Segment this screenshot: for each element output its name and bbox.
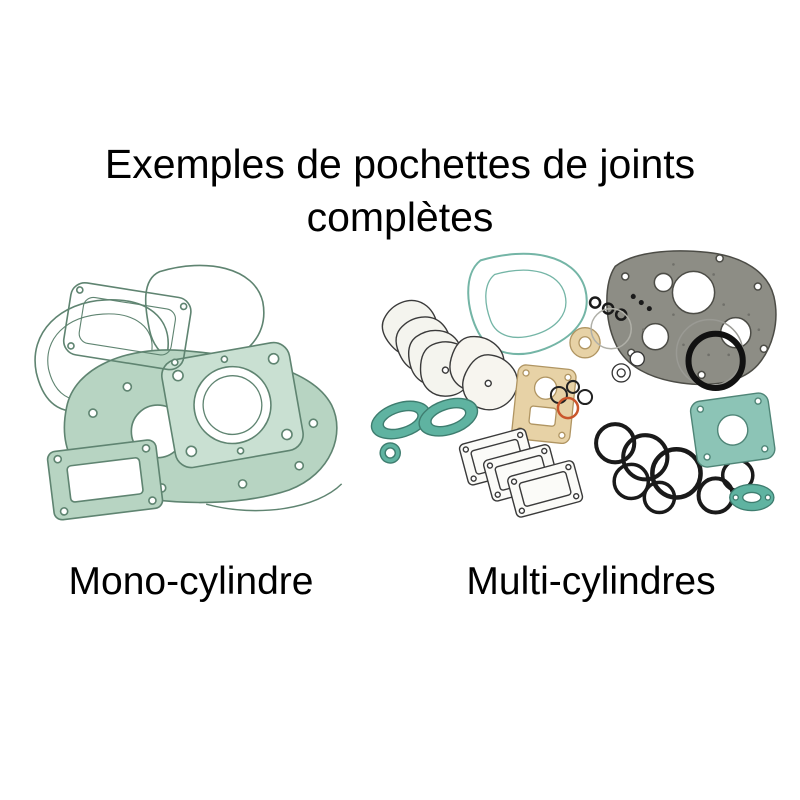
teal-outline-gasket bbox=[467, 252, 588, 355]
teal-head-plate bbox=[689, 392, 776, 468]
valve-cover-gasket bbox=[46, 439, 164, 521]
small-o-ring-cluster bbox=[549, 379, 594, 420]
large-black-o-ring bbox=[685, 330, 746, 391]
cylinder-head-gasket bbox=[161, 341, 304, 469]
multi-cylinder-gasket-kit-image bbox=[362, 242, 794, 548]
cascade-cover-gaskets bbox=[449, 336, 519, 411]
page-title: Exemples de pochettes de joints complète… bbox=[0, 138, 800, 244]
o-ring-chain bbox=[594, 422, 755, 515]
small-round-gaskets bbox=[611, 351, 645, 383]
mono-cylinder-gasket-kit-image bbox=[8, 252, 372, 548]
white-rect-gaskets bbox=[458, 427, 584, 518]
multi-cylinder-gasket-svg bbox=[370, 250, 777, 518]
tan-round-gasket bbox=[569, 327, 601, 359]
gasket-edge-line bbox=[205, 483, 343, 512]
title-line2: complètes bbox=[306, 194, 494, 240]
teal-exhaust-flange bbox=[729, 483, 775, 512]
label-mono-cylindre: Mono-cylindre bbox=[68, 560, 314, 603]
orange-o-ring bbox=[556, 396, 580, 420]
teal-base-gaskets bbox=[370, 397, 479, 464]
label-multi-cylindres: Multi-cylindres bbox=[466, 560, 716, 603]
clutch-cover-gasket-outline bbox=[62, 281, 192, 371]
mono-cylinder-gasket-svg bbox=[34, 264, 343, 521]
faint-grey-ring bbox=[590, 307, 632, 350]
title-line1: Exemples de pochettes de joints bbox=[104, 141, 696, 187]
tan-paper-gasket bbox=[511, 364, 577, 445]
